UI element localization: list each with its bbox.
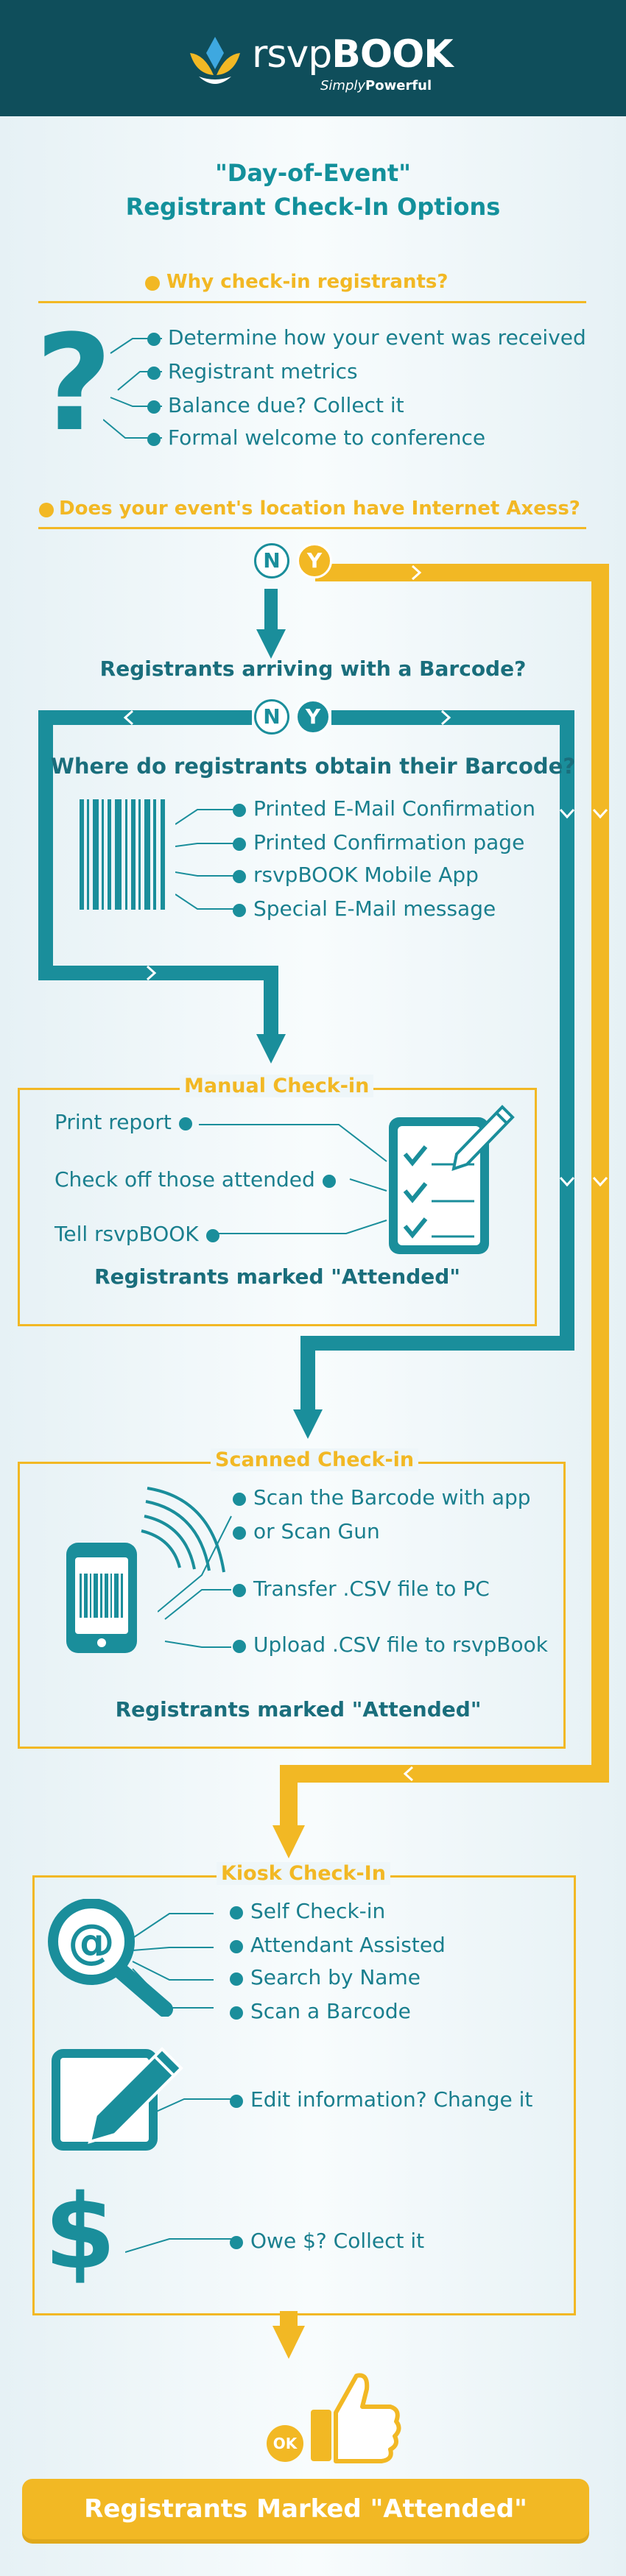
scanned-step-upload: Upload .CSV file to rsvpBook [233, 1632, 548, 1657]
kiosk-option-search: Search by Name [230, 1965, 421, 1989]
kiosk-option-scan: Scan a Barcode [230, 1999, 411, 2023]
title-line-2: Registrant Check-In Options [125, 193, 501, 221]
barcode-source-special: Special E-Mail message [232, 896, 496, 921]
barcode-no-badge: N [254, 699, 289, 735]
header-bar: rsvpBOOK SimplyPowerful [0, 0, 626, 116]
checklist-icon [389, 1105, 515, 1254]
barcode-question: Registrants arriving with a Barcode? [99, 657, 527, 681]
brand-tagline: SimplyPowerful [320, 78, 432, 93]
scanned-result: Registrants marked "Attended" [115, 1697, 482, 1722]
why-item-metrics: Registrant metrics [147, 359, 358, 383]
internet-yes-badge: Y [297, 543, 332, 578]
mobile-scan-icon [66, 1487, 225, 1653]
manual-connector-lines [199, 1124, 387, 1234]
internet-question: Does your event's location have Internet… [59, 498, 580, 520]
why-underline [38, 301, 586, 303]
kiosk-checkin-title: Kiosk Check-In [217, 1862, 390, 1885]
why-dot-icon [145, 276, 160, 291]
edit-connector-line [155, 2098, 231, 2113]
kiosk-edit-info: Edit information? Change it [229, 2087, 533, 2112]
why-item-balance: Balance due? Collect it [147, 393, 404, 417]
thumbs-up-icon [311, 2373, 401, 2463]
svg-text:@: @ [68, 1915, 115, 1970]
barcode-obtain-question: Where do registrants obtain their Barcod… [50, 754, 576, 779]
barcode-yes-badge: Y [295, 699, 331, 735]
barcode-source-email: Printed E-Mail Confirmation [232, 796, 536, 821]
dollar-icon: $ [44, 2173, 116, 2293]
barcode-connector-lines [175, 809, 234, 910]
internet-no-badge: N [254, 543, 289, 578]
manual-checkin-title: Manual Check-in [180, 1075, 374, 1097]
internet-underline [38, 527, 586, 529]
title-line-1: "Day-of-Event" [215, 159, 411, 187]
manual-step-check: Check off those attended [54, 1167, 336, 1192]
manual-step-print: Print report [54, 1110, 192, 1134]
ok-badge: OK [267, 2425, 303, 2462]
why-item-welcome: Formal welcome to conference [147, 425, 486, 450]
why-heading: Why check-in registrants? [166, 271, 449, 293]
lotus-icon [190, 37, 240, 84]
scanned-checkin-title: Scanned Check-in [211, 1448, 419, 1471]
brand-name: rsvpBOOK [252, 32, 454, 77]
kiosk-option-attendant: Attendant Assisted [230, 1933, 446, 1957]
barcode-icon [80, 799, 165, 910]
question-mark-icon: ? [35, 307, 113, 461]
barcode-source-page: Printed Confirmation page [232, 830, 525, 854]
owe-connector-line [125, 2238, 231, 2253]
scanned-step-transfer: Transfer .CSV file to PC [233, 1577, 490, 1601]
edit-pencil-icon [52, 2047, 183, 2151]
barcode-source-app: rsvpBOOK Mobile App [233, 863, 479, 887]
scanned-connector-lines [158, 1515, 232, 1648]
kiosk-option-self: Self Check-in [229, 1899, 386, 1923]
scanned-step-scan: Scan the Barcode with app [233, 1485, 531, 1510]
why-item-received: Determine how your event was received [147, 325, 586, 350]
rsvpbook-logo: rsvpBOOK SimplyPowerful [184, 31, 454, 93]
manual-step-tell: Tell rsvpBOOK [54, 1222, 219, 1246]
manual-result: Registrants marked "Attended" [94, 1264, 460, 1289]
internet-dot-icon [39, 503, 54, 517]
kiosk-connector-lines [125, 1913, 214, 2009]
scanned-step-scan-gun: or Scan Gun [233, 1519, 380, 1543]
search-at-icon: @ [48, 1899, 173, 2017]
final-result-banner: Registrants Marked "Attended" [22, 2479, 589, 2539]
kiosk-owe: Owe $? Collect it [229, 2229, 425, 2253]
